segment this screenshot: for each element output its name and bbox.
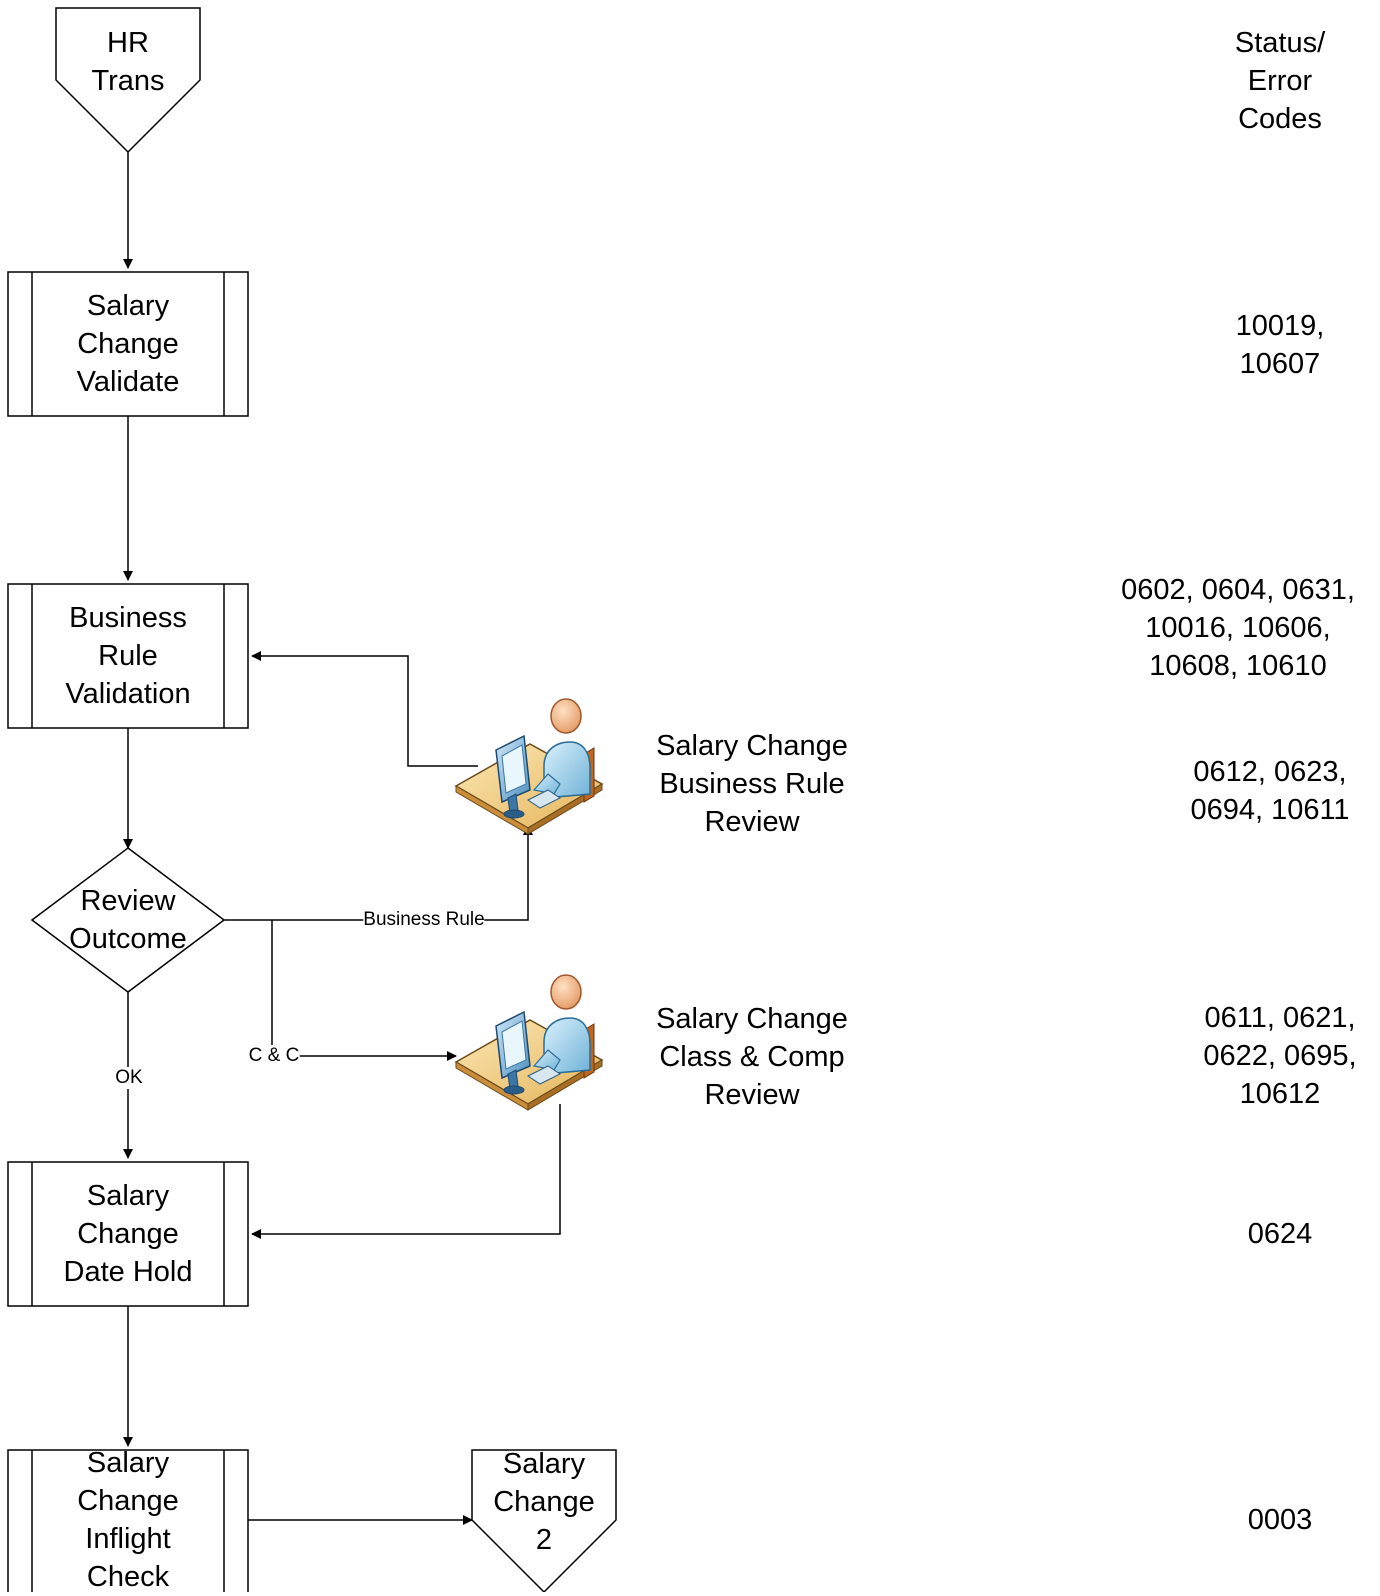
- edge-label-ok: OK: [115, 1067, 143, 1089]
- status-codes-business-rule-review: 0612, 0623,0694, 10611: [1190, 756, 1350, 826]
- edge-review-to-class-comp: [271, 920, 457, 1061]
- status-codes-business-rule-validation: 0602, 0604, 0631,10016, 10606,10608, 106…: [1121, 574, 1355, 682]
- salary-change-2-connector-shape: [471, 1449, 617, 1592]
- status-codes-validate: 10019,10607: [1235, 310, 1325, 380]
- edge-review-to-business-rule-review: [222, 825, 533, 921]
- business-rule-validation-shape: [7, 583, 249, 729]
- edge-label-business-rule: Business Rule: [363, 909, 485, 931]
- salary-change-date-hold-shape: [7, 1161, 249, 1307]
- review-outcome-shape: [30, 847, 226, 993]
- edge-class-comp-to-date-hold: [251, 1104, 561, 1239]
- edge-label-c-and-c: C & C: [248, 1045, 300, 1067]
- salary-change-validate-shape: [7, 271, 249, 417]
- status-codes-date-hold: 0624: [1247, 1218, 1313, 1250]
- edge-business-rule-review-back: [251, 651, 478, 767]
- person-at-computer-icon: [455, 974, 603, 1111]
- status-codes-class-comp-review: 0611, 0621,0622, 0695,10612: [1203, 1002, 1357, 1110]
- hr-trans-connector-shape: [55, 7, 201, 154]
- shapes: [7, 7, 617, 1592]
- salary-change-inflight-check-shape: [7, 1449, 249, 1592]
- status-codes-inflight-check: 0003: [1247, 1504, 1313, 1536]
